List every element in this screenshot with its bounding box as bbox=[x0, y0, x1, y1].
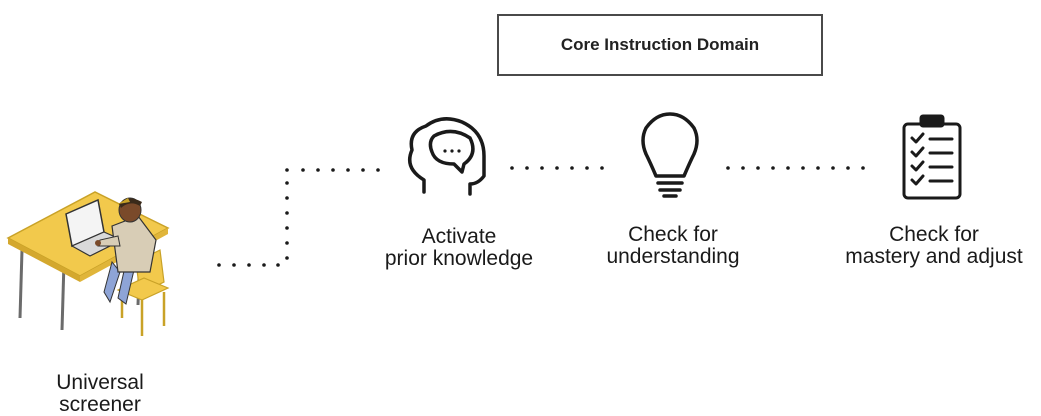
label-line: Check for bbox=[628, 223, 718, 246]
label-line: Activate bbox=[421, 225, 497, 248]
clipboard-checklist-icon bbox=[902, 114, 962, 200]
node-label-screener: Universal screener bbox=[30, 372, 170, 416]
label-line: Check for bbox=[889, 223, 979, 246]
node-label-activate: Activate prior knowledge bbox=[364, 226, 554, 270]
head-speech-bubble-icon bbox=[408, 117, 486, 196]
label-line: Universal bbox=[56, 371, 144, 394]
node-label-check-understanding: Check for understanding bbox=[588, 224, 758, 268]
lightbulb-icon bbox=[641, 112, 699, 198]
label-line: screener bbox=[59, 393, 141, 416]
node-label-check-mastery: Check for mastery and adjust bbox=[830, 224, 1038, 268]
label-line: mastery and adjust bbox=[845, 245, 1023, 268]
label-line: prior knowledge bbox=[384, 247, 534, 270]
label-line: understanding bbox=[606, 245, 740, 268]
dotted-connector bbox=[217, 166, 865, 267]
core-instruction-title-box: Core Instruction Domain bbox=[497, 14, 823, 76]
student-at-desk-icon bbox=[6, 191, 170, 336]
title-text: Core Instruction Domain bbox=[560, 35, 760, 54]
